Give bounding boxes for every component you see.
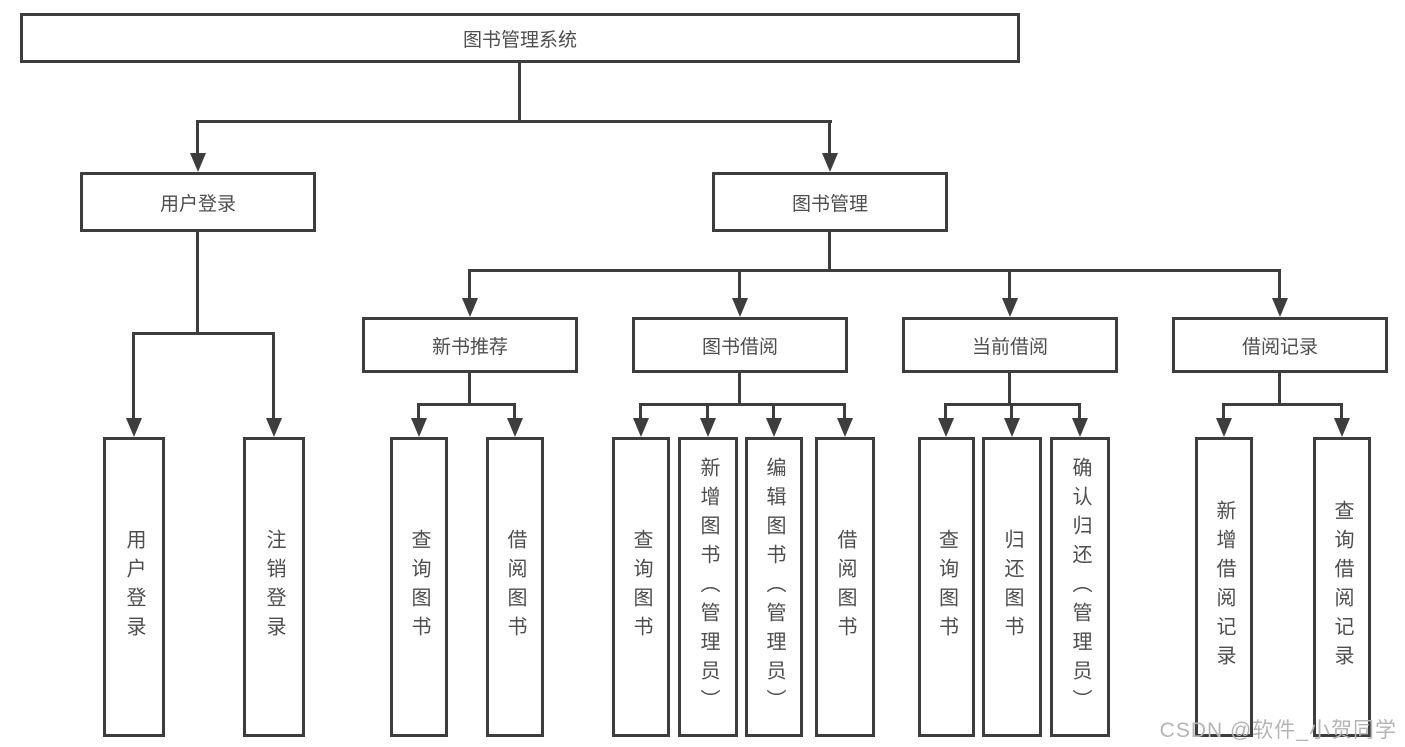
node-new-book-recommend: 新书推荐 [362, 317, 578, 373]
arrowhead-icon [190, 153, 206, 172]
connector-line [196, 120, 199, 156]
node-label: 借阅记录 [1241, 336, 1318, 358]
arrowhead-icon [266, 418, 282, 437]
connector-line [518, 63, 521, 121]
node-label: 归还图书 [1001, 529, 1023, 645]
leaf-records-add-record: 新增借阅记录 [1195, 437, 1253, 737]
connector-line [1010, 403, 1013, 421]
leaf-logout: 注销登录 [243, 437, 305, 737]
node-label: 查询图书 [630, 529, 652, 645]
connector-line [1222, 403, 1225, 421]
connector-line [513, 403, 516, 421]
watermark: CSDN @软件_小贺同学 [1159, 719, 1397, 742]
node-label: 查询图书 [408, 529, 430, 645]
node-label: 查询图书 [935, 529, 958, 645]
connector-line [706, 403, 709, 421]
connector-line [944, 403, 947, 421]
node-book-management: 图书管理 [712, 172, 948, 232]
connector-line [1222, 403, 1343, 406]
connector-line [132, 332, 275, 335]
connector-line [738, 269, 741, 303]
arrowhead-icon [633, 418, 649, 437]
connector-line [1008, 373, 1011, 406]
node-label: 新增图书（管理员） [697, 456, 719, 718]
node-borrow-records: 借阅记录 [1172, 317, 1388, 373]
arrowhead-icon [1216, 418, 1232, 437]
node-label: 用户登录 [123, 529, 145, 645]
leaf-borrow-query-books: 查询图书 [612, 437, 670, 737]
node-library-system: 图书管理系统 [20, 13, 1020, 63]
leaf-borrow-add-books-admin: 新增图书（管理员） [678, 437, 738, 737]
leaf-records-query-record: 查询借阅记录 [1313, 437, 1371, 737]
leaf-current-query-books: 查询图书 [918, 437, 975, 737]
connector-line [468, 269, 471, 303]
connector-line [132, 332, 135, 421]
connector-line [1078, 403, 1081, 421]
node-current-borrow: 当前借阅 [902, 317, 1118, 373]
arrowhead-icon [1072, 418, 1088, 437]
arrowhead-icon [822, 153, 838, 172]
connector-line [417, 403, 516, 406]
arrowhead-icon [766, 418, 782, 437]
connector-line [843, 403, 846, 421]
arrowhead-icon [126, 418, 142, 437]
node-label: 当前借阅 [971, 336, 1048, 358]
arrowhead-icon [1004, 418, 1020, 437]
connector-line [1008, 269, 1011, 303]
arrowhead-icon [700, 418, 716, 437]
arrowhead-icon [411, 418, 427, 437]
arrowhead-icon [1002, 298, 1018, 317]
arrowhead-icon [507, 418, 523, 437]
connector-line [417, 403, 420, 421]
connector-line [639, 403, 846, 406]
node-label: 借阅图书 [504, 529, 526, 645]
connector-line [828, 232, 831, 272]
node-label: 注销登录 [263, 529, 285, 645]
arrowhead-icon [1334, 418, 1350, 437]
connector-line [639, 403, 642, 421]
leaf-current-confirm-return-admin: 确认归还（管理员） [1050, 437, 1110, 737]
node-user-login: 用户登录 [80, 172, 316, 232]
leaf-user-login: 用户登录 [103, 437, 165, 737]
connector-line [1278, 373, 1281, 406]
node-label: 图书管理 [791, 193, 868, 215]
node-label: 确认归还（管理员） [1069, 456, 1091, 718]
node-label: 新书推荐 [431, 336, 508, 358]
connector-line [468, 373, 471, 406]
connector-line [828, 120, 831, 156]
node-label: 用户登录 [159, 193, 236, 215]
leaf-current-return-books: 归还图书 [982, 437, 1042, 737]
arrowhead-icon [938, 418, 954, 437]
node-book-borrow: 图书借阅 [632, 317, 848, 373]
arrowhead-icon [1272, 298, 1288, 317]
leaf-borrow-borrow-books: 借阅图书 [815, 437, 875, 737]
connector-line [468, 269, 1281, 272]
node-label: 图书管理系统 [462, 29, 577, 51]
connector-line [738, 373, 741, 406]
leaf-recommend-borrow-books: 借阅图书 [486, 437, 544, 737]
arrowhead-icon [462, 298, 478, 317]
node-label: 查询借阅记录 [1331, 500, 1353, 674]
node-label: 编辑图书（管理员） [763, 456, 785, 718]
connector-line [196, 232, 199, 335]
connector-line [772, 403, 775, 421]
arrowhead-icon [732, 298, 748, 317]
connector-line [1340, 403, 1343, 421]
arrowhead-icon [837, 418, 853, 437]
node-label: 新增借阅记录 [1213, 500, 1235, 674]
connector-line [1278, 269, 1281, 303]
leaf-borrow-edit-books-admin: 编辑图书（管理员） [745, 437, 803, 737]
connector-line [196, 120, 832, 123]
node-label: 借阅图书 [834, 529, 856, 645]
connector-line [272, 332, 275, 421]
node-label: 图书借阅 [701, 336, 778, 358]
leaf-recommend-query-books: 查询图书 [390, 437, 448, 737]
